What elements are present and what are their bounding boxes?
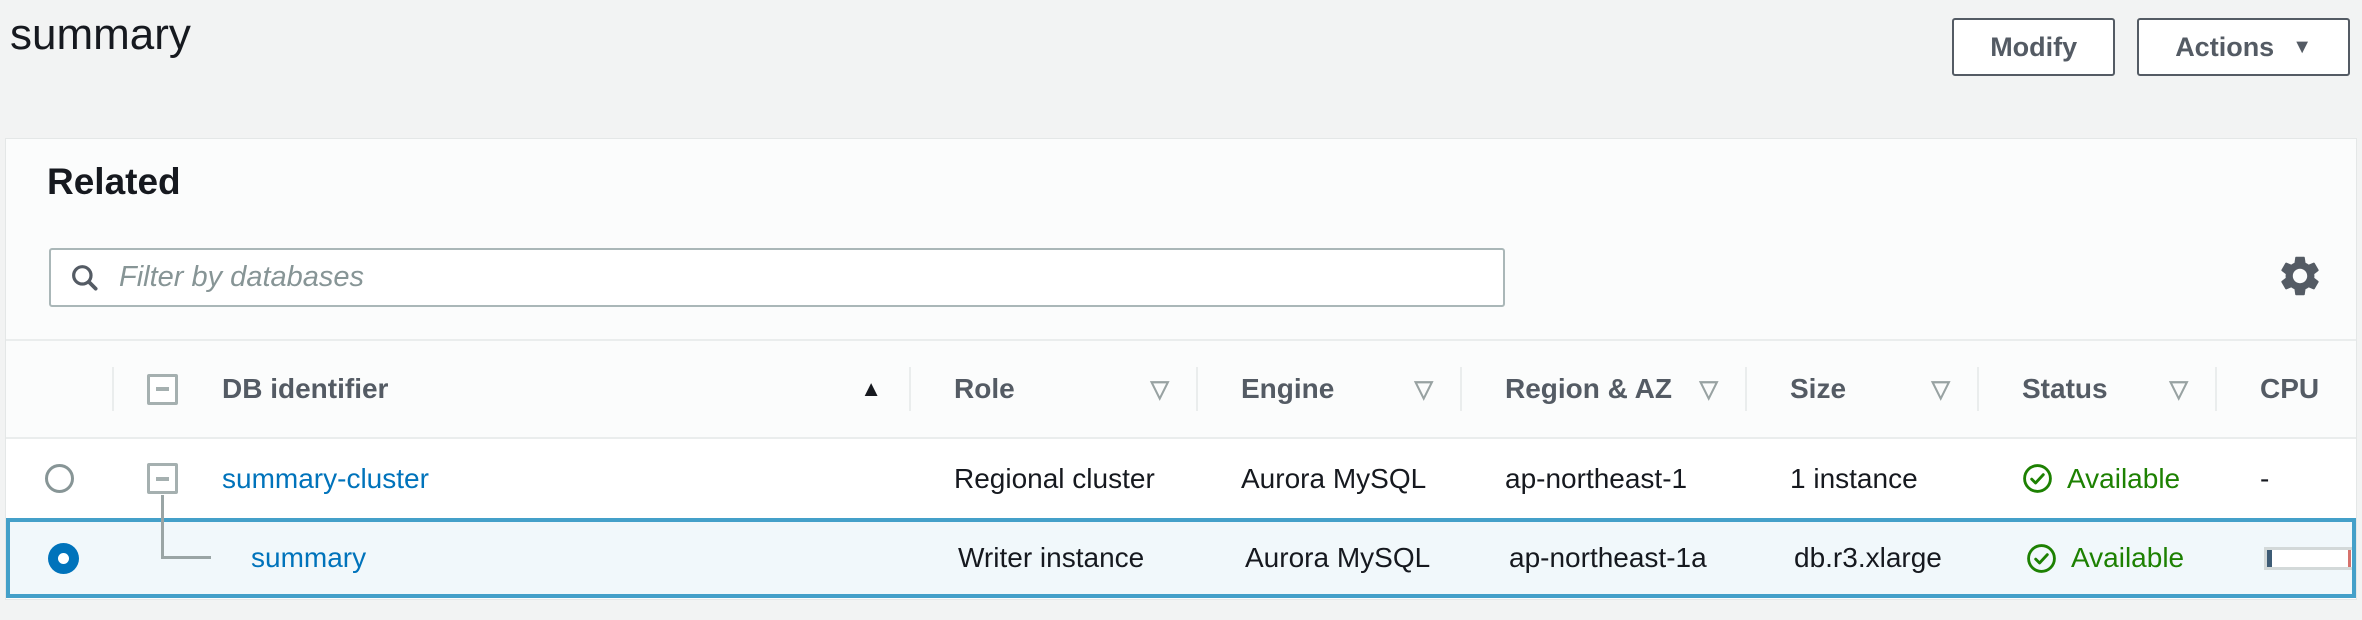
page-title: summary — [10, 10, 191, 59]
page-header: summary Modify Actions ▼ — [0, 0, 2362, 138]
sort-ascending-icon: ▲ — [860, 376, 882, 401]
header-role[interactable]: Role ▽ — [909, 341, 1197, 437]
cpu-usage-bar — [2264, 546, 2352, 570]
row-select-cell — [10, 542, 117, 574]
cpu-cell: - — [2260, 462, 2270, 494]
table-row-summary-cluster[interactable]: summary-cluster Regional cluster Aurora … — [6, 439, 2356, 518]
header-db-identifier[interactable]: DB identifier ▲ — [112, 341, 910, 437]
actions-button-label: Actions — [2175, 31, 2275, 62]
header-engine[interactable]: Engine ▽ — [1196, 341, 1461, 437]
table-header-row: DB identifier ▲ Role ▽ Engine ▽ Region &… — [6, 339, 2356, 439]
region-az-cell: ap-northeast-1 — [1505, 462, 1688, 494]
header-engine-label: Engine — [1241, 373, 1335, 404]
sort-icon: ▽ — [2169, 375, 2188, 403]
engine-cell: Aurora MySQL — [1245, 542, 1431, 573]
header-region-az[interactable]: Region & AZ ▽ — [1460, 341, 1746, 437]
header-actions: Modify Actions ▼ — [1952, 18, 2350, 76]
db-cluster-link[interactable]: summary-cluster — [222, 462, 429, 494]
search-icon — [72, 264, 98, 291]
status-cell: Available — [1982, 542, 2220, 574]
header-size-label: Size — [1790, 373, 1847, 404]
filter-databases-input[interactable] — [117, 260, 1485, 295]
db-identifier-cell: summary-cluster — [113, 463, 910, 495]
check-circle-icon — [2027, 543, 2056, 573]
role-cell: Writer instance — [958, 542, 1145, 573]
header-status[interactable]: Status ▽ — [1977, 341, 2216, 437]
gear-icon — [2281, 256, 2319, 295]
header-size[interactable]: Size ▽ — [1745, 341, 1978, 437]
table-settings-button[interactable] — [2274, 251, 2326, 303]
region-az-cell: ap-northeast-1a — [1509, 542, 1707, 573]
panel-title: Related — [47, 161, 181, 202]
header-cpu[interactable]: CPU — [2215, 341, 2356, 437]
header-cpu-label: CPU — [2260, 373, 2320, 404]
check-circle-icon — [2023, 464, 2052, 493]
header-selection-column — [6, 341, 113, 437]
databases-table: DB identifier ▲ Role ▽ Engine ▽ Region &… — [6, 339, 2356, 598]
modify-button-label: Modify — [1990, 31, 2078, 62]
status-cell: Available — [1978, 463, 2216, 495]
collapse-row-icon[interactable] — [147, 463, 178, 494]
modify-button[interactable]: Modify — [1952, 18, 2116, 76]
status-badge: Available — [2067, 462, 2181, 494]
header-role-label: Role — [954, 373, 1015, 404]
actions-menu-button[interactable]: Actions ▼ — [2137, 18, 2350, 76]
cpu-cell — [2220, 546, 2352, 570]
sort-icon: ▽ — [1699, 375, 1718, 403]
related-panel: Related DB identifier ▲ R — [5, 138, 2357, 600]
radio-selected[interactable] — [48, 542, 79, 574]
table-body: summary-cluster Regional cluster Aurora … — [6, 439, 2356, 598]
header-db-identifier-label: DB identifier — [222, 373, 389, 404]
header-region-az-label: Region & AZ — [1505, 373, 1672, 404]
sort-icon: ▽ — [1150, 375, 1169, 403]
filter-input-container — [49, 248, 1505, 307]
cpu-usage-fill — [2267, 549, 2272, 567]
radio-unselected[interactable] — [45, 464, 74, 493]
sort-icon: ▽ — [1931, 375, 1950, 403]
engine-cell: Aurora MySQL — [1241, 462, 1427, 494]
size-cell: db.r3.xlarge — [1794, 542, 1942, 573]
cpu-alarm-marker — [2348, 549, 2352, 567]
table-row-summary[interactable]: summary Writer instance Aurora MySQL ap-… — [6, 518, 2356, 598]
row-select-cell — [6, 464, 113, 493]
size-cell: 1 instance — [1790, 462, 1918, 494]
status-badge: Available — [2071, 542, 2185, 573]
sort-icon: ▽ — [1414, 375, 1433, 403]
collapse-all-icon[interactable] — [147, 373, 178, 405]
db-instance-link[interactable]: summary — [251, 542, 367, 573]
role-cell: Regional cluster — [954, 462, 1155, 494]
db-identifier-cell: summary — [117, 542, 914, 574]
header-status-label: Status — [2022, 373, 2108, 404]
caret-down-icon: ▼ — [2292, 36, 2312, 58]
